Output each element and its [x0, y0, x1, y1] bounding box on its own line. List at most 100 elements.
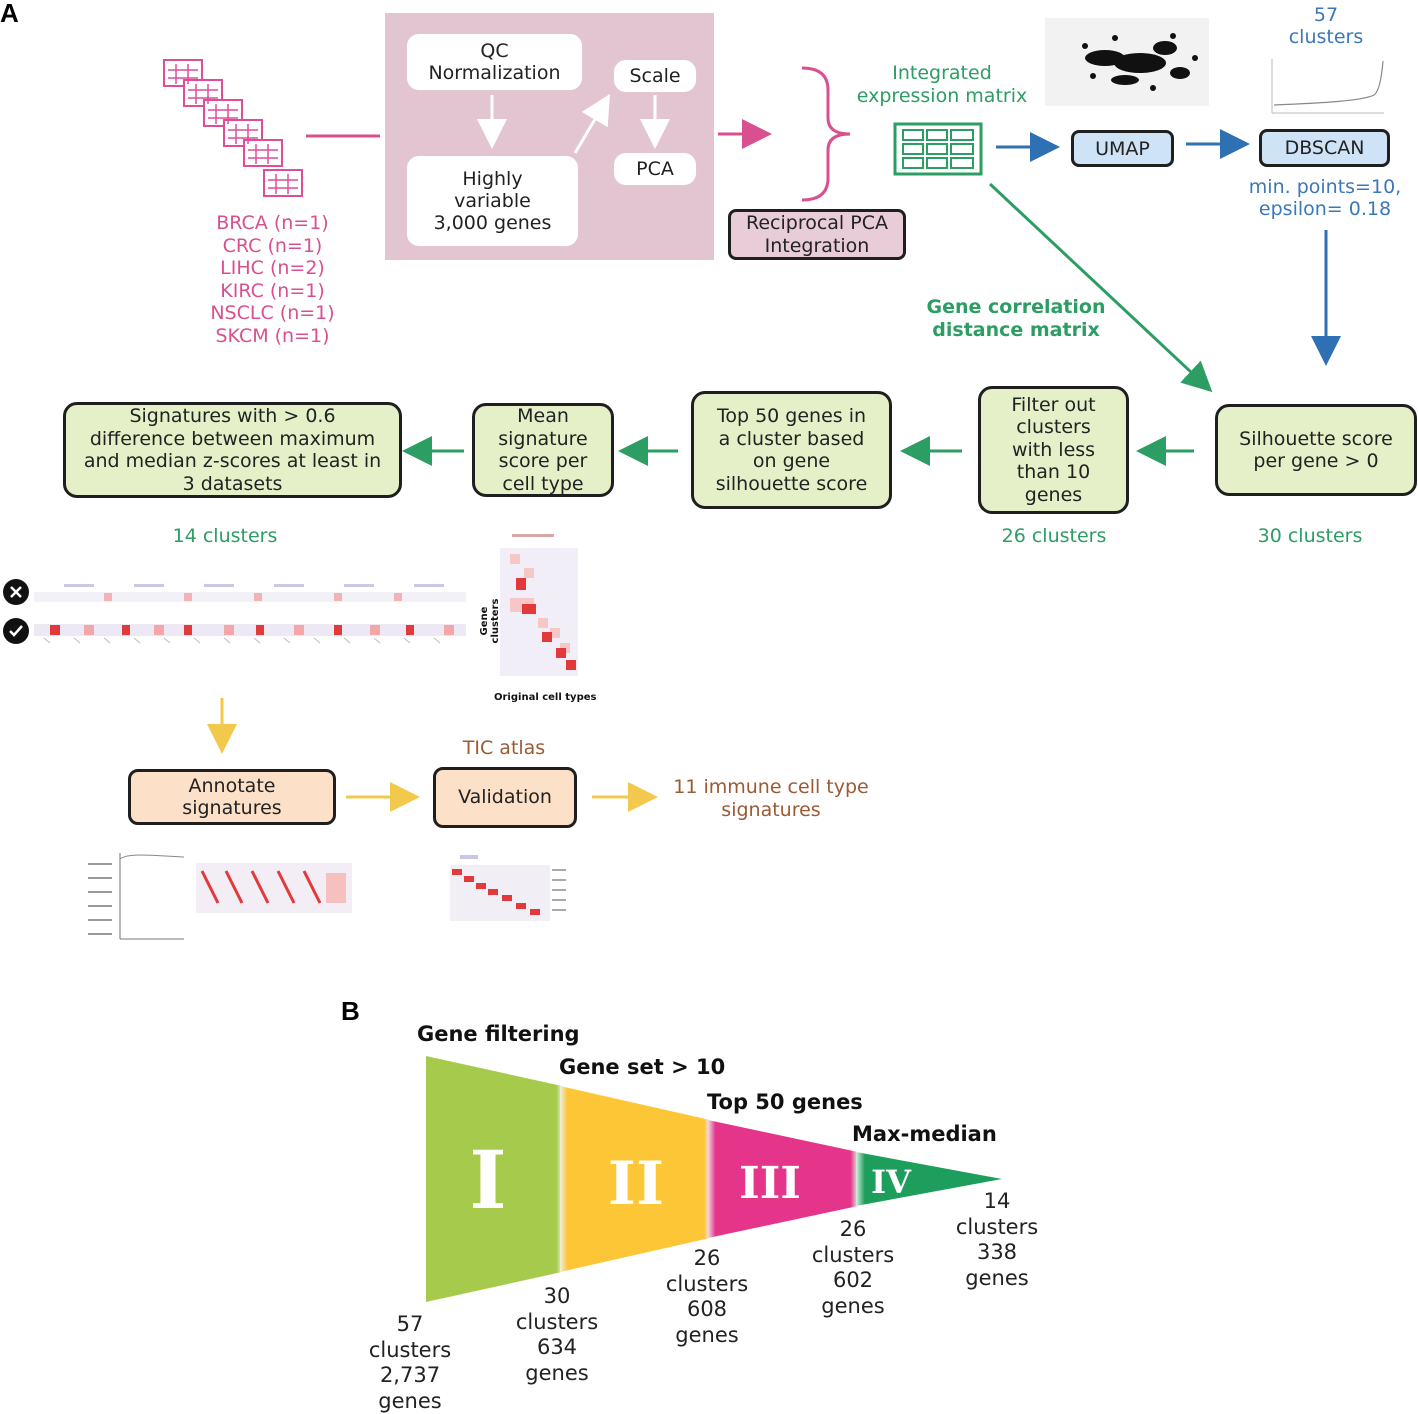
- stage-count: 26 clusters 602 genes: [793, 1217, 913, 1319]
- silhouette-box: Silhouette score per gene > 0: [1215, 404, 1417, 496]
- accepted-signature-strip: [34, 620, 466, 644]
- count-line: clusters: [350, 1338, 470, 1364]
- dataset-label: BRCA (n=1): [190, 212, 355, 235]
- gene-correlation-line: distance matrix: [914, 319, 1118, 342]
- annotation-dotplot-thumbnail: [84, 843, 188, 947]
- top50-line: Top 50 genes in: [717, 405, 866, 428]
- count-line: genes: [350, 1389, 470, 1414]
- preprocessing-panel: QC Normalization Highly variable 3,000 g…: [385, 13, 714, 260]
- filter-line: clusters: [1016, 416, 1091, 439]
- signatures-box: Signatures with > 0.6 difference between…: [63, 402, 402, 498]
- dataset-matrices-icon: [160, 56, 308, 202]
- count-line: 30: [497, 1284, 617, 1310]
- final-line: 11 immune cell type: [664, 776, 878, 799]
- dataset-label: LIHC (n=2): [190, 257, 355, 280]
- mean-sig-line: cell type: [502, 473, 583, 496]
- signatures-count: 14 clusters: [150, 525, 300, 547]
- accept-icon: [2, 617, 30, 645]
- integrated-line: Integrated: [850, 62, 1034, 85]
- signatures-line: difference between maximum: [90, 428, 375, 451]
- filter-line: with less: [1012, 439, 1095, 462]
- dbscan-param-line: epsilon= 0.18: [1238, 198, 1412, 220]
- gene-clusters-heatmap-thumbnail: [498, 528, 580, 678]
- umap-box: UMAP: [1071, 130, 1174, 167]
- dbscan-count-unit: clusters: [1274, 26, 1378, 48]
- count-line: 57: [350, 1312, 470, 1338]
- count-line: clusters: [647, 1272, 767, 1298]
- dbscan-knee-plot-thumbnail: [1262, 55, 1388, 119]
- dataset-label: CRC (n=1): [190, 235, 355, 258]
- filter-line: than 10: [1017, 461, 1090, 484]
- stage-count: 14 clusters 338 genes: [937, 1189, 1057, 1291]
- silhouette-count: 30 clusters: [1238, 525, 1382, 547]
- dataset-label: NSCLC (n=1): [190, 302, 355, 325]
- integrated-line: expression matrix: [850, 85, 1034, 108]
- mean-signature-box: Mean signature score per cell type: [472, 403, 614, 497]
- annotation-heatmap-thumbnail: [196, 863, 352, 913]
- count-line: 608: [647, 1297, 767, 1323]
- reject-icon: [2, 578, 30, 606]
- silhouette-line: Silhouette score: [1239, 428, 1393, 451]
- arrow-matrix-to-silhouette: [990, 184, 1208, 388]
- gene-correlation-label: Gene correlation distance matrix: [914, 296, 1118, 342]
- count-line: genes: [647, 1323, 767, 1349]
- integrated-matrix-label: Integrated expression matrix: [850, 62, 1034, 108]
- dbscan-param-line: min. points=10,: [1238, 176, 1412, 198]
- dbscan-count-number: 57: [1274, 4, 1378, 26]
- integration-line: Integration: [765, 235, 870, 258]
- stage-numeral: I: [448, 1132, 528, 1228]
- stage-numeral: III: [718, 1156, 822, 1212]
- umap-plot-thumbnail: [1045, 18, 1209, 106]
- count-line: 634: [497, 1335, 617, 1361]
- validation-label: Validation: [458, 786, 552, 809]
- stage-numeral: II: [586, 1148, 686, 1220]
- stage-label: Gene filtering: [417, 1022, 580, 1046]
- integration-line: Reciprocal PCA: [746, 212, 888, 235]
- count-line: 26: [647, 1246, 767, 1272]
- validation-box: Validation: [433, 767, 577, 828]
- stage-numeral: IV: [858, 1162, 924, 1202]
- tic-atlas-label: TIC atlas: [430, 737, 578, 759]
- dbscan-label: DBSCAN: [1285, 137, 1365, 159]
- top50-line: silhouette score: [716, 473, 868, 496]
- heatmap-y-axis-label: Gene clusters: [479, 587, 501, 655]
- panel-b-letter: B: [341, 996, 360, 1027]
- validation-heatmap-thumbnail: [446, 855, 570, 929]
- count-line: clusters: [793, 1243, 913, 1269]
- stage-count: 26 clusters 608 genes: [647, 1246, 767, 1348]
- stage-count: 30 clusters 634 genes: [497, 1284, 617, 1386]
- annotate-line: signatures: [182, 797, 281, 820]
- mean-sig-line: Mean: [517, 405, 569, 428]
- count-line: clusters: [937, 1215, 1057, 1241]
- count-line: 26: [793, 1217, 913, 1243]
- count-line: clusters: [497, 1310, 617, 1336]
- matrix-icon: [893, 122, 983, 176]
- count-line: genes: [937, 1266, 1057, 1292]
- filter-count: 26 clusters: [982, 525, 1126, 547]
- count-line: genes: [793, 1294, 913, 1320]
- integration-brace: [802, 68, 850, 200]
- mean-sig-line: signature: [498, 428, 588, 451]
- dbscan-params: min. points=10, epsilon= 0.18: [1238, 176, 1412, 220]
- stage-label: Top 50 genes: [707, 1090, 863, 1114]
- dataset-label: SKCM (n=1): [190, 325, 355, 348]
- signatures-line: and median z-scores at least in: [84, 450, 381, 473]
- count-line: genes: [497, 1361, 617, 1387]
- count-line: 338: [937, 1240, 1057, 1266]
- count-line: 14: [937, 1189, 1057, 1215]
- signatures-line: 3 datasets: [183, 473, 283, 496]
- final-line: signatures: [664, 799, 878, 822]
- filter-box: Filter out clusters with less than 10 ge…: [978, 386, 1129, 514]
- count-line: 602: [793, 1268, 913, 1294]
- silhouette-line: per gene > 0: [1253, 450, 1378, 473]
- top50-line: a cluster based: [719, 428, 865, 451]
- top50-box: Top 50 genes in a cluster based on gene …: [691, 391, 892, 509]
- signatures-line: Signatures with > 0.6: [129, 405, 335, 428]
- stage-label: Max-median: [852, 1122, 997, 1146]
- annotate-signatures-box: Annotate signatures: [128, 769, 336, 825]
- heatmap-x-axis-label: Original cell types: [494, 692, 602, 703]
- final-signatures-label: 11 immune cell type signatures: [664, 776, 878, 821]
- umap-label: UMAP: [1095, 138, 1150, 160]
- count-line: 2,737: [350, 1363, 470, 1389]
- stage-label: Gene set > 10: [559, 1055, 725, 1079]
